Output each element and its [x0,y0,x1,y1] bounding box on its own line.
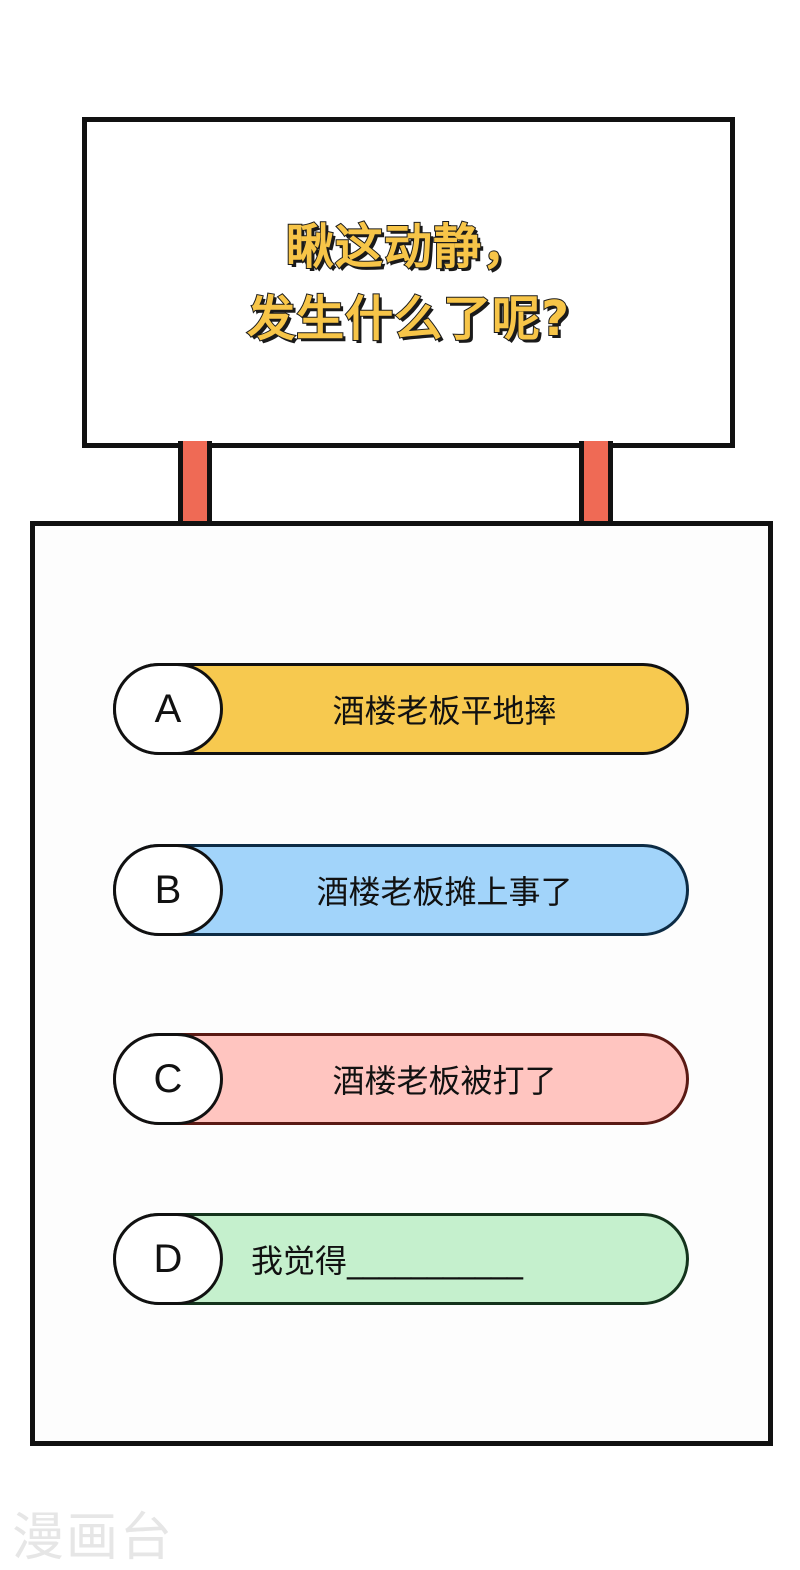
question-sign: 瞅这动静， 发生什么了呢? [82,117,735,448]
option-label: 酒楼老板平地摔 [332,692,557,730]
watermark-logo: 漫画台 [12,1508,175,1568]
option-label: 酒楼老板被打了 [332,1062,557,1100]
option-b[interactable]: B 酒楼老板摊上事了 [113,844,689,936]
option-letter: B [113,844,223,936]
sign-post-right [579,441,613,525]
question-title-line-2: 发生什么了呢? [246,290,570,348]
answer-board: A 酒楼老板平地摔 B 酒楼老板摊上事了 C 酒楼老板被打了 D 我觉得____… [30,521,773,1446]
option-letter: C [113,1033,223,1125]
question-title-line-1: 瞅这动静， [285,218,531,276]
option-letter: D [113,1213,223,1305]
option-a[interactable]: A 酒楼老板平地摔 [113,663,689,755]
sign-post-left [178,441,212,525]
option-letter: A [113,663,223,755]
option-d[interactable]: D 我觉得___________ [113,1213,689,1305]
option-label: 我觉得___________ [251,1242,524,1280]
option-label: 酒楼老板摊上事了 [316,873,573,911]
option-c[interactable]: C 酒楼老板被打了 [113,1033,689,1125]
